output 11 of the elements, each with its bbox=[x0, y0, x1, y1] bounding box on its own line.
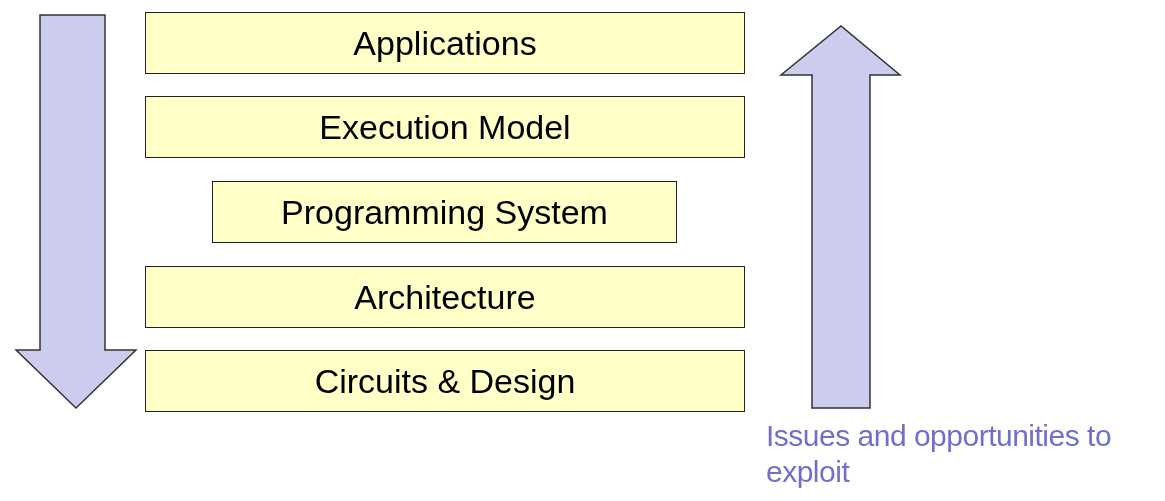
layer-box bbox=[212, 181, 677, 243]
layer-label: Programming System bbox=[281, 192, 608, 232]
layer-label: Execution Model bbox=[319, 107, 571, 147]
layer-label: Architecture bbox=[354, 277, 536, 317]
layer-label: Applications bbox=[353, 23, 537, 63]
layer-label: Circuits & Design bbox=[314, 361, 576, 401]
layer-box bbox=[145, 96, 745, 158]
layer-box bbox=[145, 12, 745, 74]
layer-box bbox=[145, 266, 745, 328]
note-text: Issues and opportunities to exploit bbox=[766, 418, 1113, 490]
layer-box bbox=[145, 350, 745, 412]
